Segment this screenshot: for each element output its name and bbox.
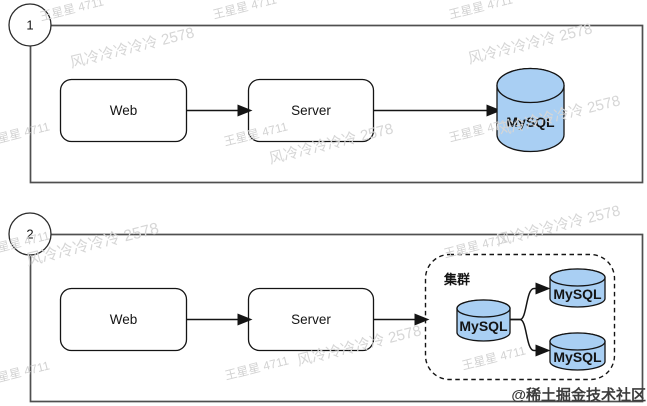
cylinder-lid <box>549 332 606 351</box>
section2-web-node <box>59 287 188 352</box>
section-2: 2 Web Server 集群 MySQL <box>8 212 644 403</box>
section1-number: 1 <box>26 18 33 33</box>
section1-mysql-label: MySQL <box>506 114 555 130</box>
section1-mysql-cylinder: MySQL <box>496 67 565 153</box>
cluster-mysql-replica-top-cylinder: MySQL <box>549 268 606 308</box>
juejin-credit-watermark: @稀土掘金技术社区 <box>511 387 646 404</box>
section2-server-label: Server <box>291 312 331 327</box>
section-1: 1 Web Server MySQL <box>8 3 644 184</box>
mysql-cluster-group: 集群 MySQL MySQL <box>424 253 616 381</box>
fork-arrow-to-replica-bottom <box>510 318 551 357</box>
fork-arrow-to-replica-top <box>510 282 551 321</box>
cluster-mysql-primary-cylinder: MySQL <box>456 299 511 342</box>
cluster-mysql-replica-top-label: MySQL <box>553 286 602 302</box>
section2-number: 2 <box>26 227 33 242</box>
cylinder-lid <box>496 67 565 104</box>
cluster-mysql-primary-label: MySQL <box>459 318 508 334</box>
cluster-mysql-replica-bottom-cylinder: MySQL <box>549 332 606 371</box>
section2-frame <box>29 233 644 403</box>
cylinder-lid <box>456 299 511 318</box>
section1-server-label: Server <box>291 103 331 118</box>
cluster-mysql-replica-bottom-label: MySQL <box>553 349 602 365</box>
section1-frame <box>29 24 644 184</box>
section1-number-circle <box>8 3 52 47</box>
section2-number-circle <box>8 212 52 256</box>
section2-web-label: Web <box>110 312 138 327</box>
section1-web-node <box>59 78 188 143</box>
section1-web-label: Web <box>110 103 138 118</box>
cluster-title: 集群 <box>443 272 470 287</box>
cylinder-lid <box>549 268 606 287</box>
cluster-dashed-border <box>424 253 616 381</box>
